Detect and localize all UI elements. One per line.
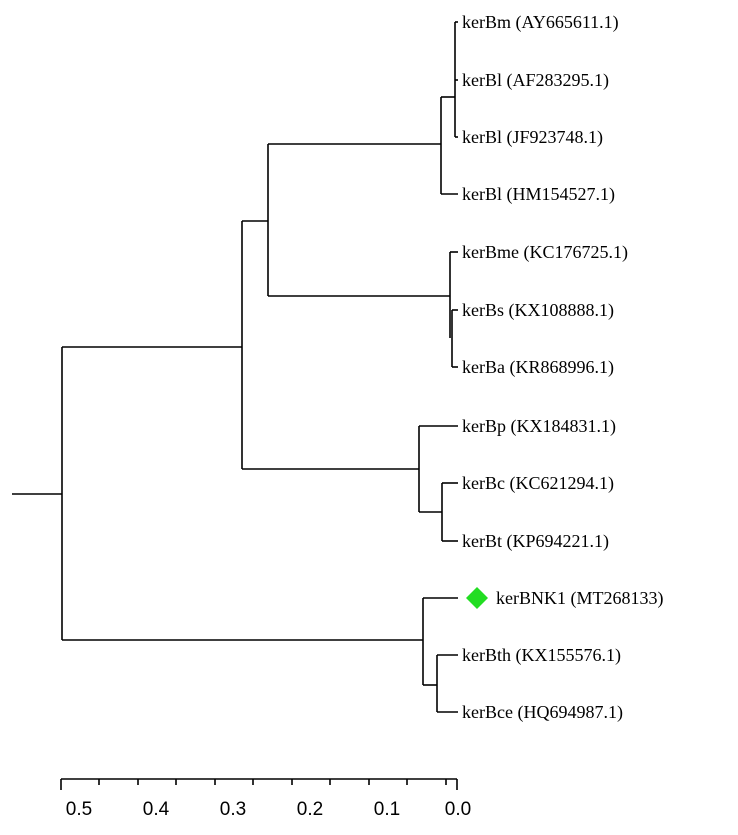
leaf-label: kerBm (AY665611.1) <box>462 12 619 33</box>
kerbnk1-diamond-marker <box>466 587 488 609</box>
scale-tick-label: 0.0 <box>445 799 471 820</box>
scale-tick-label: 0.3 <box>220 799 246 820</box>
leaf-label: kerBp (KX184831.1) <box>462 416 616 437</box>
leaf-label: kerBce (HQ694987.1) <box>462 702 623 723</box>
leaf-label: kerBa (KR868996.1) <box>462 357 614 378</box>
leaf-label: kerBl (AF283295.1) <box>462 70 609 91</box>
scale-tick-label: 0.4 <box>143 799 170 820</box>
leaf-label: kerBl (JF923748.1) <box>462 127 603 148</box>
leaf-label: kerBc (KC621294.1) <box>462 473 614 494</box>
leaf-label: kerBth (KX155576.1) <box>462 645 621 666</box>
leaf-label: kerBNK1 (MT268133) <box>496 588 663 609</box>
leaf-label: kerBl (HM154527.1) <box>462 184 615 205</box>
distance-scale-bar: 0.5 0.4 0.3 0.2 0.1 0.0 <box>60 778 471 820</box>
scale-tick-label: 0.5 <box>66 799 92 820</box>
scale-tick-label: 0.1 <box>374 799 400 820</box>
leaf-label: kerBt (KP694221.1) <box>462 531 609 552</box>
leaf-label: kerBs (KX108888.1) <box>462 300 614 321</box>
leaf-label: kerBme (KC176725.1) <box>462 242 628 263</box>
scale-tick-label: 0.2 <box>297 799 323 820</box>
